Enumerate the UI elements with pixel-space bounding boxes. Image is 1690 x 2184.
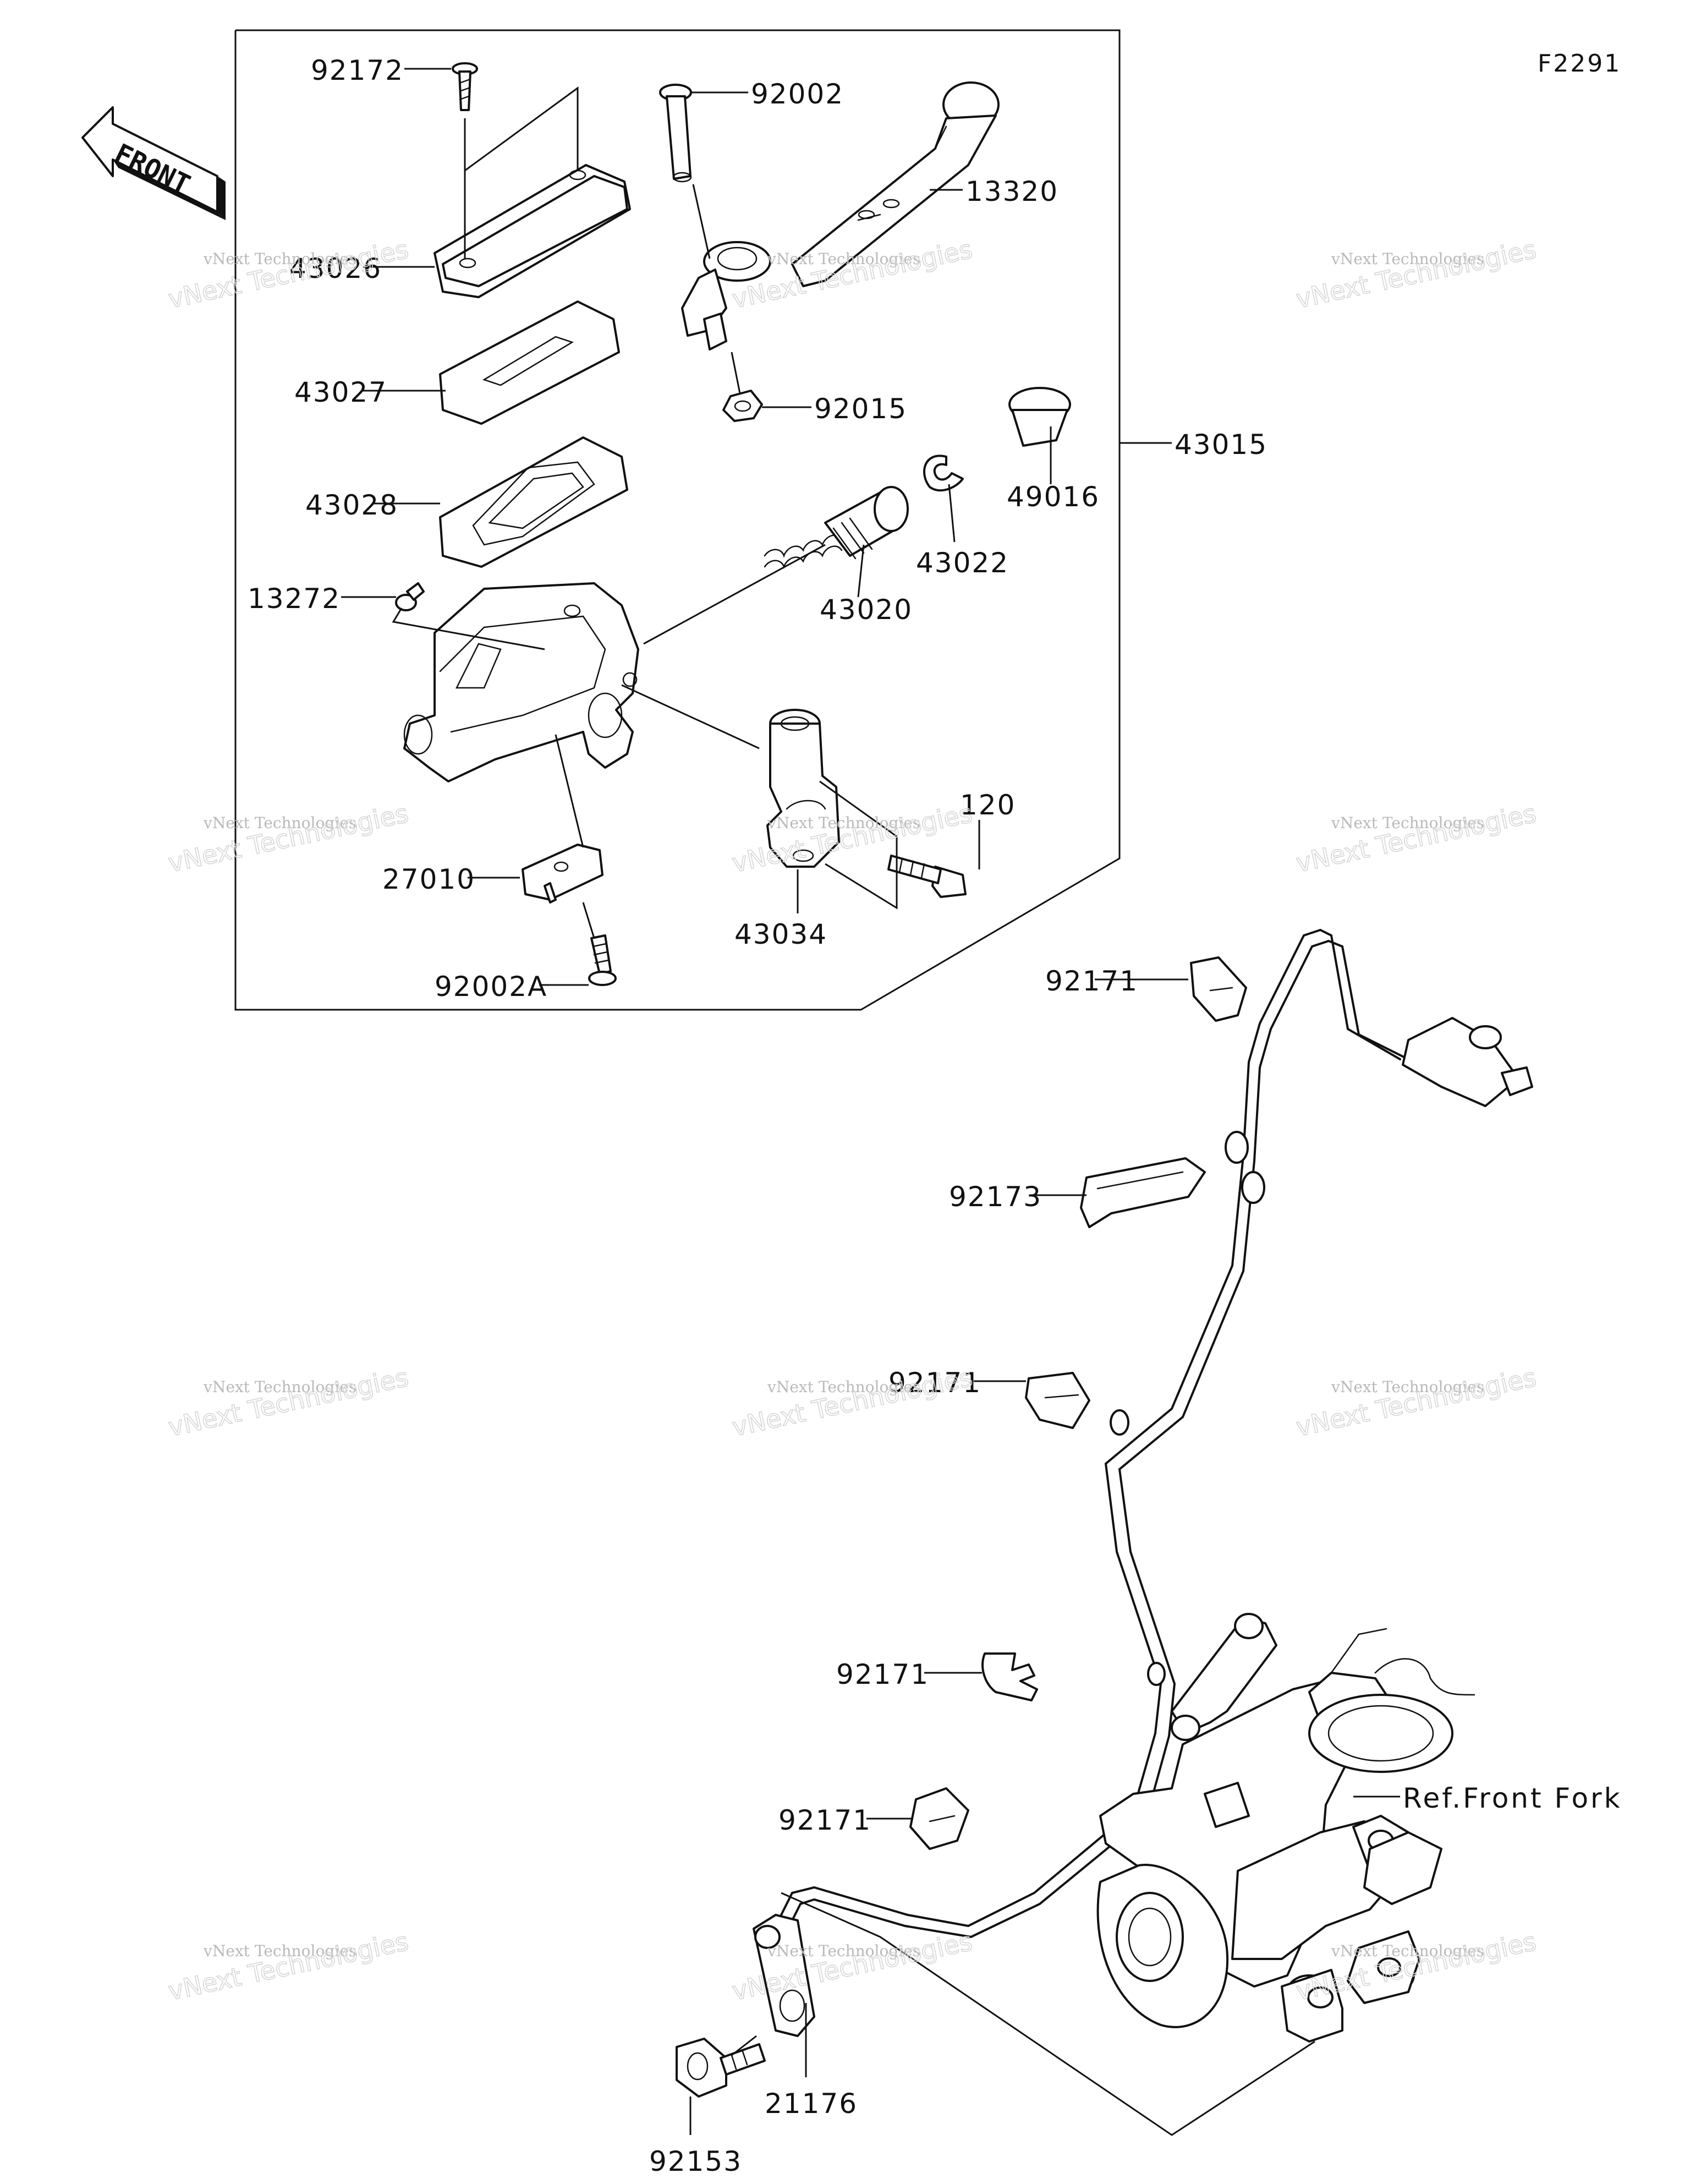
label-92153: 92153 [649, 2145, 742, 2177]
label-43022: 43022 [916, 547, 1009, 579]
part-92171-clip-4 [909, 1787, 969, 1850]
svg-text:vNext Technologies: vNext Technologies [1293, 1926, 1539, 2006]
label-92171-1: 92171 [1045, 965, 1138, 997]
label-92171-3: 92171 [836, 1658, 929, 1690]
svg-text:vNext Technologies: vNext Technologies [166, 798, 411, 878]
svg-text:vNext Technologies: vNext Technologies [729, 798, 975, 878]
label-27010: 27010 [382, 863, 475, 895]
assembly-43015-box [234, 29, 1121, 1011]
label-21176: 21176 [765, 2088, 858, 2120]
label-92002A: 92002A [435, 971, 547, 1003]
svg-text:vNext Technologies: vNext Technologies [166, 1926, 411, 2006]
svg-text:vNext Technologies: vNext Technologies [203, 814, 356, 832]
part-49016-dust-cover [1008, 387, 1071, 447]
part-92015-nut [722, 390, 763, 422]
label-43020: 43020 [820, 594, 913, 626]
label-92173: 92173 [949, 1181, 1042, 1213]
part-43034-clamp-holder [766, 709, 840, 868]
part-120-bolt [887, 855, 967, 898]
svg-text:vNext Technologies: vNext Technologies [1293, 1362, 1539, 1442]
part-92172-screw [452, 62, 478, 111]
part-master-cylinder-body [403, 582, 639, 782]
svg-text:vNext Technologies: vNext Technologies [767, 250, 920, 268]
svg-text:vNext Technologies: vNext Technologies [767, 814, 920, 832]
svg-text:vNext Technologies: vNext Technologies [1331, 1378, 1484, 1396]
part-27010-brake-switch [522, 844, 603, 904]
part-92002-pivot-bolt [659, 84, 692, 183]
svg-text:vNext Technologies: vNext Technologies [203, 250, 356, 268]
svg-text:vNext Technologies: vNext Technologies [203, 1378, 356, 1396]
part-92002A-screw [588, 934, 617, 986]
label-43026: 43026 [289, 253, 382, 284]
svg-text:vNext Technologies: vNext Technologies [1331, 250, 1484, 268]
label-43028: 43028 [305, 489, 398, 521]
leader-lines [341, 68, 1400, 2136]
svg-text:vNext Technologies: vNext Technologies [767, 1942, 920, 1960]
svg-text:vNext Technologies: vNext Technologies [729, 1362, 975, 1442]
part-43020-piston-assembly [764, 486, 909, 569]
part-92171-clip-1 [1190, 956, 1247, 1022]
svg-text:vNext Technologies: vNext Technologies [203, 1942, 356, 1960]
svg-text:vNext Technologies: vNext Technologies [767, 1378, 920, 1396]
label-92002: 92002 [751, 78, 844, 110]
part-13272-bleeder [395, 582, 425, 611]
label-43027: 43027 [294, 376, 387, 408]
part-43027-diaphragm-plate [439, 300, 620, 425]
label-13320: 13320 [965, 176, 1058, 207]
label-43034: 43034 [734, 918, 827, 950]
label-92172: 92172 [311, 54, 404, 86]
part-brake-hose [777, 928, 1533, 1963]
svg-text:vNext Technologies: vNext Technologies [166, 1362, 411, 1442]
part-92153-bolt [676, 2038, 766, 2098]
label-92171-4: 92171 [778, 1804, 871, 1836]
part-labels: 92172 92002 13320 43026 43027 92015 4301… [248, 54, 1622, 2177]
part-21176-bracket [753, 1914, 815, 2037]
label-120: 120 [960, 789, 1016, 821]
part-92171-clip-3 [981, 1652, 1038, 1701]
diagram-code: F2291 [1538, 50, 1621, 78]
svg-text:vNext Technologies: vNext Technologies [1293, 798, 1539, 878]
label-92171-2: 92171 [888, 1367, 981, 1399]
svg-text:vNext Technologies: vNext Technologies [1331, 1942, 1484, 1960]
part-13320-brake-lever [681, 81, 1000, 351]
svg-text:vNext Technologies: vNext Technologies [1293, 234, 1539, 314]
front-arrow-icon: FRONT [81, 106, 226, 220]
label-43015: 43015 [1175, 429, 1268, 461]
label-13272: 13272 [248, 583, 341, 615]
part-43028-diaphragm [439, 436, 628, 568]
label-49016: 49016 [1007, 481, 1100, 513]
part-front-fork-reference [1096, 1613, 1475, 2043]
label-ref-front-fork: Ref.Front Fork [1403, 1782, 1622, 1814]
label-92015: 92015 [814, 393, 907, 425]
svg-text:vNext Technologies: vNext Technologies [1331, 814, 1484, 832]
part-92173-clamp [1080, 1157, 1206, 1228]
part-92171-clip-2 [1025, 1372, 1090, 1429]
part-43022-circlip [923, 455, 964, 492]
part-43026-reservoir-cap [434, 164, 631, 298]
